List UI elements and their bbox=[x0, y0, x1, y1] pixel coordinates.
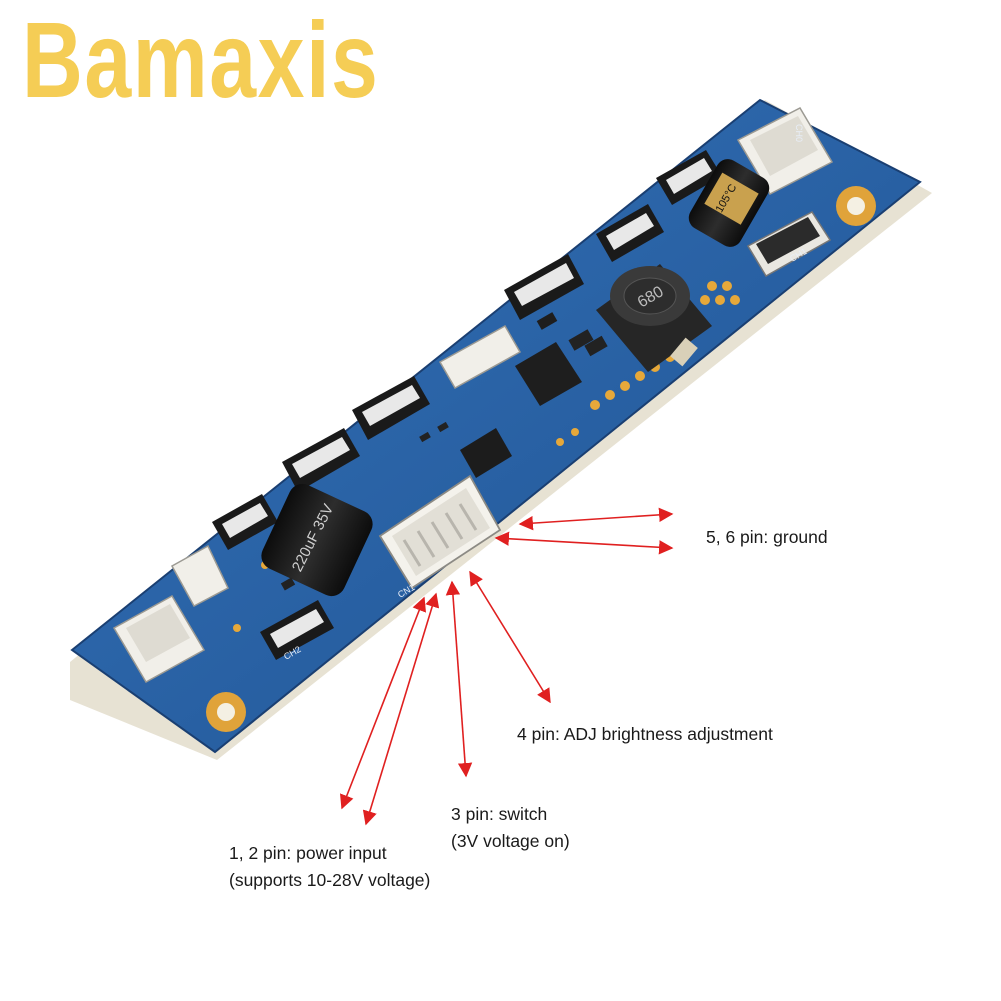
connector-2pin-white bbox=[170, 544, 229, 608]
connector-ch1 bbox=[746, 211, 832, 278]
ic-chip bbox=[460, 428, 512, 478]
callout-arrows bbox=[340, 507, 674, 826]
label-ground-text: 5, 6 pin: ground bbox=[706, 527, 828, 547]
capacitor-right: 105°C bbox=[688, 159, 770, 247]
capacitor-left: 220uF 35V bbox=[261, 483, 373, 597]
label-power-line2: (supports 10-28V voltage) bbox=[229, 870, 431, 890]
arrow-power-2 bbox=[362, 592, 440, 826]
solder-pads bbox=[233, 281, 740, 632]
silk-ch0: CH0 bbox=[794, 124, 804, 142]
arrow-ground-1 bbox=[518, 507, 674, 531]
brand-logo: Bamaxis bbox=[22, 0, 380, 120]
pcb-board bbox=[70, 98, 932, 760]
arrow-adj bbox=[469, 570, 551, 704]
arrow-switch bbox=[445, 580, 473, 778]
connector-ch0 bbox=[736, 107, 834, 195]
connector-cn1 bbox=[378, 474, 502, 590]
label-adj: 4 pin: ADJ brightness adjustment bbox=[517, 721, 773, 748]
label-switch-line1: 3 pin: switch bbox=[451, 804, 548, 824]
label-power-line1: 1, 2 pin: power input bbox=[229, 843, 387, 863]
label-ground: 5, 6 pin: ground bbox=[706, 524, 828, 551]
connector-ch1-left bbox=[112, 594, 206, 684]
connector-small-white bbox=[438, 324, 522, 390]
label-switch: 3 pin: switch (3V voltage on) bbox=[451, 801, 570, 855]
arrow-ground-2 bbox=[494, 531, 674, 555]
mosfet bbox=[515, 312, 582, 406]
mounting-hole-bottom bbox=[206, 692, 246, 732]
label-switch-line2: (3V voltage on) bbox=[451, 831, 570, 851]
mounting-hole-top bbox=[836, 186, 876, 226]
label-power: 1, 2 pin: power input (supports 10-28V v… bbox=[229, 840, 430, 894]
label-adj-text: 4 pin: ADJ brightness adjustment bbox=[517, 724, 773, 744]
ffc-connectors bbox=[212, 150, 722, 660]
smd-components bbox=[280, 329, 698, 591]
